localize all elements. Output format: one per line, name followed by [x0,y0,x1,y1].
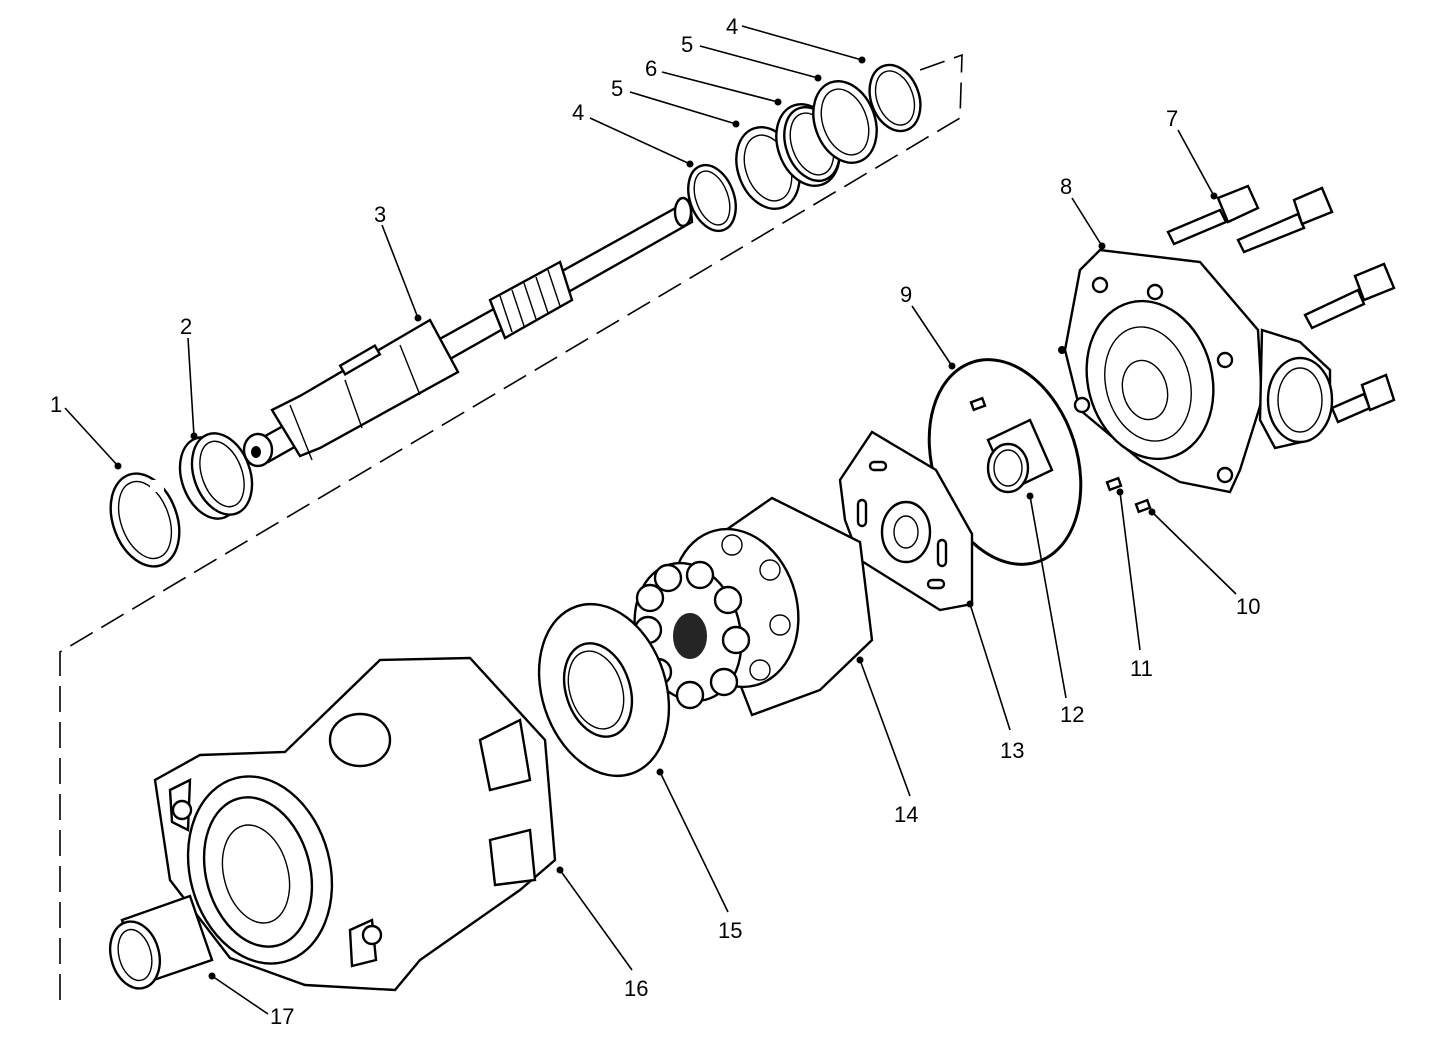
callout-15: 15 [718,918,742,943]
part-11-pin [1105,476,1123,492]
callout-14: 14 [894,802,918,827]
bolt [1166,184,1260,246]
callout-6: 6 [645,56,657,81]
part-16-housing [153,656,557,992]
bolt [1330,373,1396,424]
part-2-bearing-ring [178,432,254,520]
callout-12: 12 [1060,702,1084,727]
leader-dots [114,56,1218,980]
part-8-end-cover [1058,248,1334,494]
callout-9: 9 [900,282,912,307]
callout-13: 13 [1000,738,1024,763]
part-10-pin [1134,498,1152,514]
part-17-bearing [109,894,214,990]
part-7-bolts [1166,184,1396,424]
callout-1: 1 [50,392,62,417]
callout-4: 4 [726,14,738,39]
callout-5: 5 [611,76,623,101]
part-13-valve-plate [838,430,974,612]
callout-3: 3 [374,202,386,227]
callout-11: 11 [1130,656,1153,681]
part-4-retaining-ring-lower [687,163,737,233]
callout-5: 5 [681,32,693,57]
part-5-washer-upper [812,80,878,164]
bolt [1236,186,1334,254]
callout-10: 10 [1236,594,1260,619]
part-4-retaining-ring-upper [868,63,922,133]
assembly-boundary [59,53,963,1000]
bolt [1303,262,1396,330]
callout-17: 17 [270,1004,294,1029]
part-12-bearing [969,396,1054,494]
leader-lines [64,25,1237,1015]
callout-7: 7 [1166,106,1178,131]
callout-4: 4 [572,100,584,125]
callout-8: 8 [1060,174,1072,199]
callout-16: 16 [624,976,648,1001]
part-1-retaining-ring [109,472,181,568]
callout-2: 2 [180,314,192,339]
part-15-thrust-plate [537,602,671,778]
callout-labels: 1 2 3 4 4 5 5 6 7 8 9 10 11 12 13 14 15 … [50,14,1260,1029]
part-3-shaft [242,196,694,468]
